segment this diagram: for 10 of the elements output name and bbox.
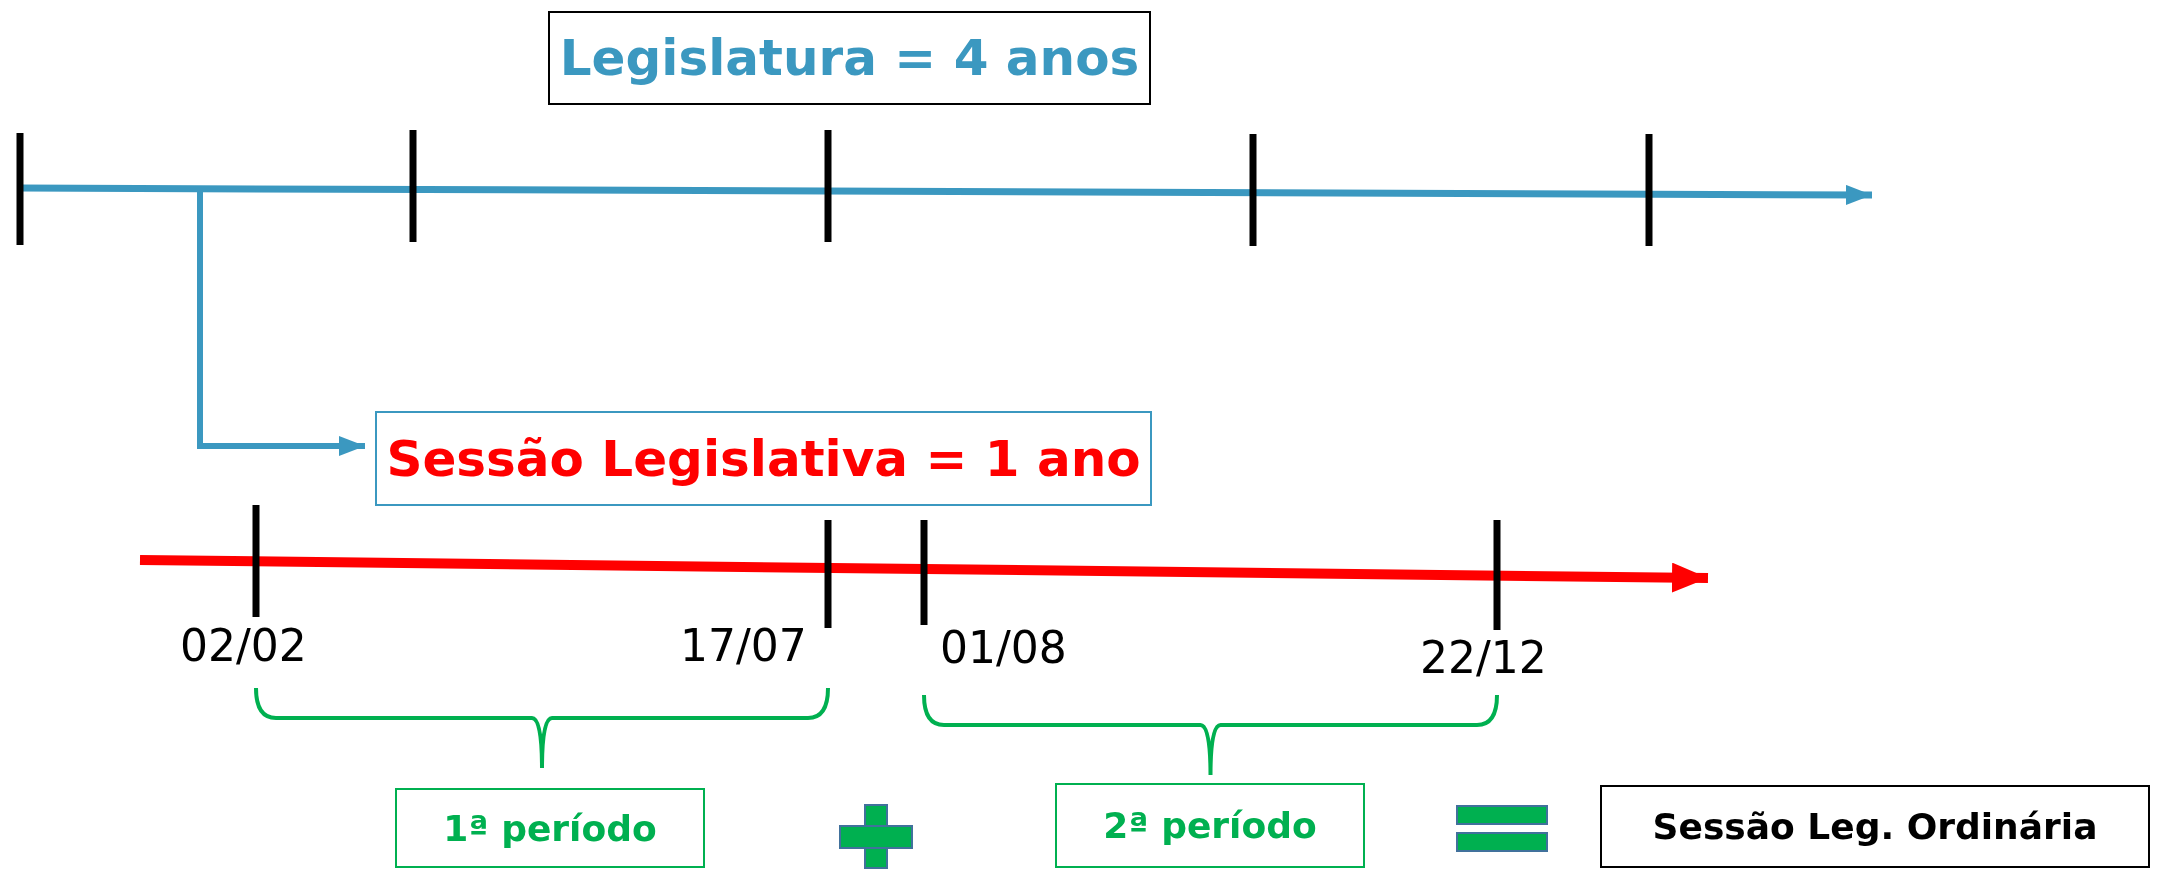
result-box: Sessão Leg. Ordinária <box>1600 785 2150 868</box>
date-label: 22/12 <box>1420 632 1547 683</box>
heading-box: Legislatura = 4 anos <box>548 11 1151 105</box>
period-box: 2ª período <box>1055 783 1365 868</box>
date-label: 01/08 <box>940 622 1067 673</box>
date-label: 02/02 <box>180 620 307 671</box>
period-box: 1ª período <box>395 788 705 868</box>
heading-box: Sessão Legislativa = 1 ano <box>375 411 1152 506</box>
date-label: 17/07 <box>680 620 807 671</box>
connector-arrow <box>197 191 365 456</box>
